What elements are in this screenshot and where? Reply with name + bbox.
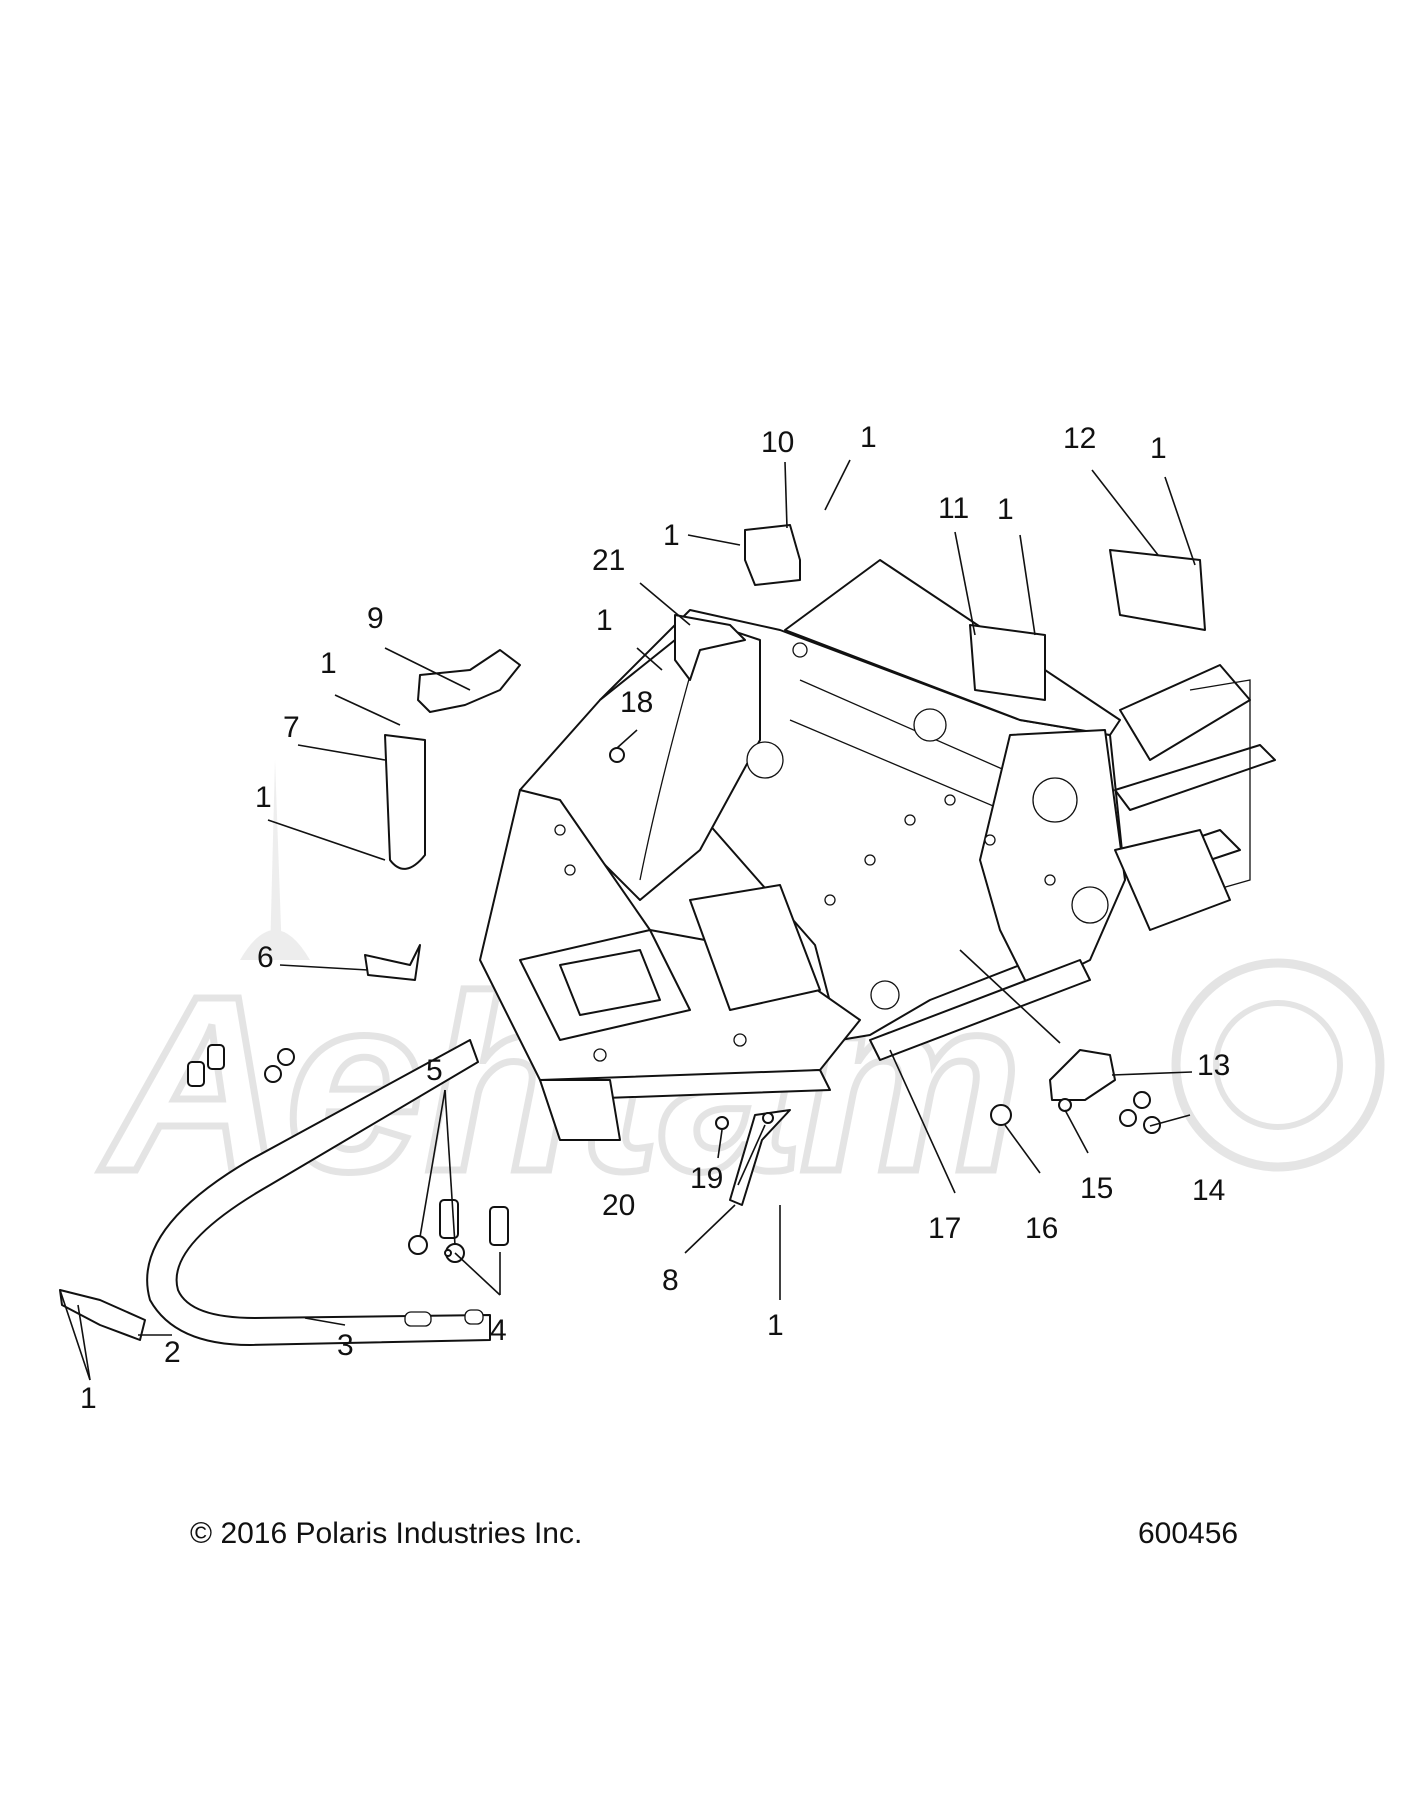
callout-9: 9 bbox=[367, 602, 384, 635]
bracket-6 bbox=[364, 944, 421, 981]
callout-19: 19 bbox=[690, 1162, 723, 1195]
bracket-11 bbox=[969, 624, 1046, 701]
callout-16: 16 bbox=[1025, 1212, 1058, 1245]
callout-4: 4 bbox=[490, 1314, 507, 1347]
callout-1: 1 bbox=[596, 604, 613, 637]
callout-6: 6 bbox=[257, 941, 274, 974]
callout-1: 1 bbox=[997, 493, 1014, 526]
bracket-9 bbox=[417, 649, 521, 713]
callout-1: 1 bbox=[320, 647, 337, 680]
callout-10: 10 bbox=[761, 426, 794, 459]
bracket-10 bbox=[744, 524, 801, 586]
callout-5: 5 bbox=[426, 1054, 443, 1087]
callout-14: 14 bbox=[1192, 1174, 1225, 1207]
callout-labels: 10 1 1 21 1 9 1 7 1 6 18 11 1 12 1 13 14… bbox=[80, 421, 1230, 1415]
callout-12: 12 bbox=[1063, 422, 1096, 455]
washer-15 bbox=[1058, 1098, 1072, 1112]
watermark-wheel bbox=[1171, 958, 1385, 1172]
copyright-text: © 2016 Polaris Industries Inc. bbox=[190, 1517, 583, 1550]
callout-2: 2 bbox=[164, 1336, 181, 1369]
callout-17: 17 bbox=[928, 1212, 961, 1245]
callout-18: 18 bbox=[620, 686, 653, 719]
bolt-4a bbox=[439, 1199, 459, 1239]
callout-1: 1 bbox=[767, 1309, 784, 1342]
bracket-7 bbox=[384, 734, 426, 870]
bracket-2 bbox=[59, 1289, 146, 1341]
chassis-frame bbox=[479, 559, 1276, 1141]
callout-21: 21 bbox=[592, 544, 625, 577]
leader-lines bbox=[59, 459, 1196, 1381]
front-bumper bbox=[146, 1039, 491, 1346]
callout-20: 20 bbox=[602, 1189, 635, 1222]
callout-1: 1 bbox=[663, 519, 680, 552]
drawing-number: 600456 bbox=[1138, 1517, 1239, 1550]
bracket-21 bbox=[674, 614, 746, 681]
hardware bbox=[187, 747, 1161, 1263]
callout-7: 7 bbox=[283, 711, 300, 744]
pin-19 bbox=[762, 1112, 774, 1124]
callout-13: 13 bbox=[1197, 1049, 1230, 1082]
callout-8: 8 bbox=[662, 1264, 679, 1297]
callout-1: 1 bbox=[80, 1382, 97, 1415]
nut-20 bbox=[715, 1116, 729, 1130]
callout-1: 1 bbox=[1150, 432, 1167, 465]
callout-3: 3 bbox=[337, 1329, 354, 1362]
plate-13 bbox=[1049, 1049, 1116, 1101]
bolt-14 bbox=[1119, 1109, 1137, 1127]
bolt-4b bbox=[489, 1206, 509, 1246]
callout-11: 11 bbox=[938, 492, 969, 525]
bushing-16 bbox=[990, 1104, 1012, 1126]
callout-1: 1 bbox=[860, 421, 877, 454]
bracket-12 bbox=[1109, 549, 1206, 631]
callout-15: 15 bbox=[1080, 1172, 1113, 1205]
nut-18 bbox=[609, 747, 625, 763]
callout-1: 1 bbox=[255, 781, 272, 814]
bracket-8 bbox=[729, 1109, 791, 1206]
watermark-spire bbox=[270, 760, 282, 955]
